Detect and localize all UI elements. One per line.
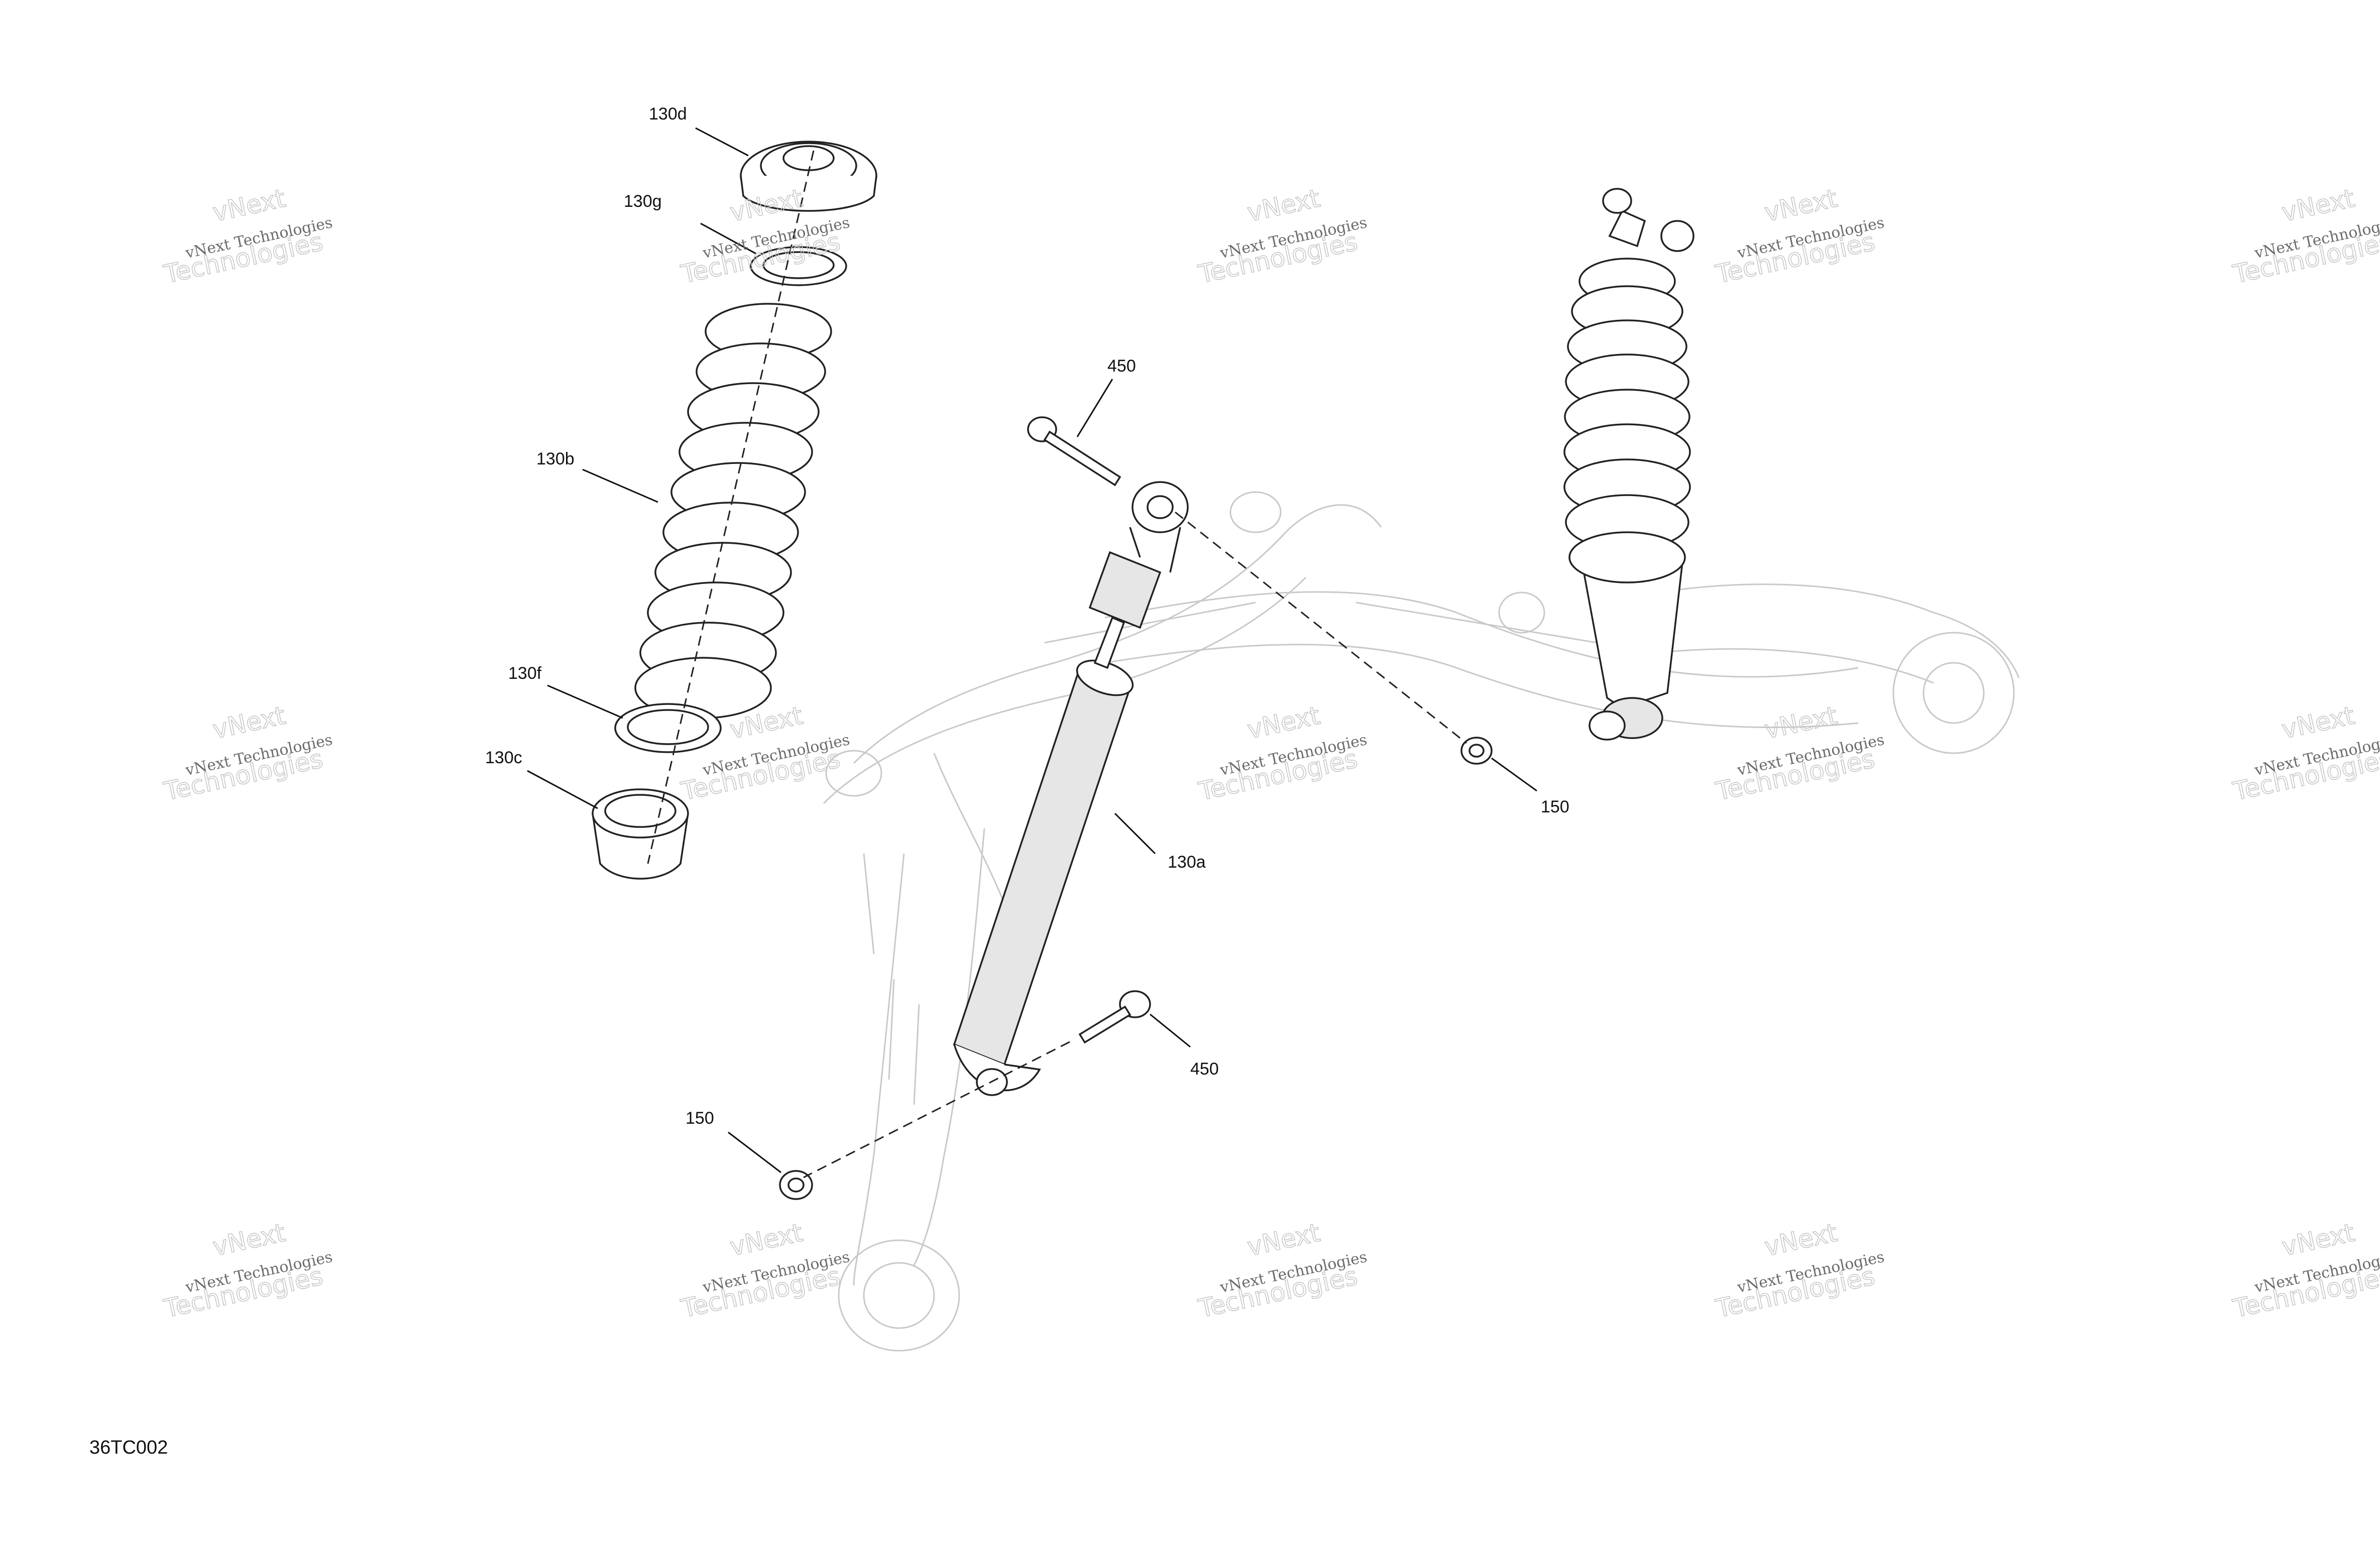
coil-spring-130b <box>634 303 832 719</box>
watermark-line2: vNext <box>1762 1218 1840 1262</box>
callout-130g: 130g <box>624 192 662 211</box>
watermark-line2: vNext <box>1244 701 1322 745</box>
callout-450-bottom: 450 <box>1190 1059 1219 1079</box>
watermark-line2: vNext <box>1762 701 1840 745</box>
watermark-line2: vNext <box>1762 184 1840 227</box>
adjuster-collar-130c <box>592 788 689 880</box>
watermark-line2: vNext <box>2279 184 2357 227</box>
washer-130g <box>750 246 847 286</box>
bolt-450-top <box>1027 416 1121 487</box>
watermark-line2: vNext <box>727 184 805 227</box>
bolt-450-bottom <box>1078 990 1151 1044</box>
callout-150-left: 150 <box>686 1109 714 1128</box>
callout-450-top: 450 <box>1107 357 1136 376</box>
spring-stack-axis <box>647 150 815 864</box>
suspension-arm-ghost <box>823 491 2020 1352</box>
assembled-shock <box>1563 188 1694 741</box>
ring-130f <box>614 703 722 753</box>
nut-150-right <box>1460 737 1493 765</box>
watermark-line2: vNext <box>1244 1218 1322 1262</box>
callout-130b: 130b <box>536 449 575 468</box>
callout-130d: 130d <box>649 104 687 124</box>
watermark-line2: vNext <box>210 184 288 227</box>
watermark-line2: vNext <box>210 1218 288 1262</box>
leader-lines <box>527 127 1537 1173</box>
figure-code: 36TC002 <box>89 1437 168 1458</box>
watermark-line2: vNext <box>1244 184 1322 227</box>
lower-bolt-axis <box>803 1041 1070 1178</box>
watermark-line2: vNext <box>727 1218 805 1262</box>
callout-labels: 130d 130g 130b 130f 130c 450 150 130a 45… <box>485 104 1569 1128</box>
watermark-line2: vNext <box>210 701 288 745</box>
callout-130a: 130a <box>1168 853 1206 872</box>
callout-130f: 130f <box>508 664 542 683</box>
spring-seat-upper-130d <box>740 141 877 212</box>
callout-150-right: 150 <box>1541 797 1569 816</box>
shock-absorber-130a <box>953 481 1189 1096</box>
upper-bolt-axis <box>1175 511 1467 744</box>
callout-130c: 130c <box>485 748 522 767</box>
watermark-line2: vNext <box>2279 701 2357 745</box>
watermark-line2: vNext <box>2279 1218 2357 1262</box>
